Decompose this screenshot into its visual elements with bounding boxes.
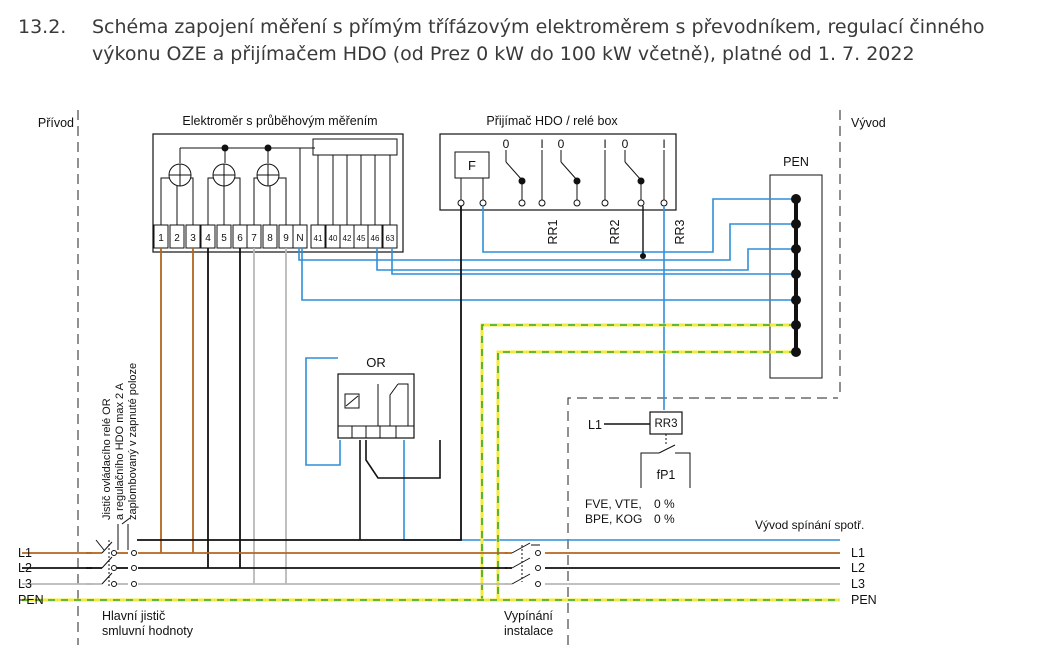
meter-terminal (262, 224, 278, 249)
main-breaker-label-1: Hlavní jistič (102, 609, 165, 623)
hdo-title: Přijímač HDO / relé box (486, 114, 618, 128)
bus-left-pen: PEN (18, 593, 44, 607)
bus-right-l2: L2 (851, 561, 865, 575)
f-box (454, 151, 490, 179)
meter-risers (137, 206, 462, 584)
meter-terminal-label: 40 (329, 234, 338, 243)
breaker-note-2: a regulačního HDO max 2 A (114, 382, 126, 520)
meter-terminal (367, 224, 383, 249)
bus-right-l3: L3 (851, 577, 865, 591)
main-breaker (86, 517, 137, 587)
pen-bar-terminals (791, 194, 801, 357)
or-label: OR (366, 355, 386, 370)
meter-terminal (216, 224, 232, 249)
pen-terminal-dot (791, 194, 801, 204)
pen-terminal-dot (791, 269, 801, 279)
meter-terminal-label: 41 (314, 234, 323, 243)
fp1-label: fP1 (657, 468, 676, 482)
pen-terminal-dot (791, 347, 801, 357)
meter-terminal-label: 6 (237, 233, 243, 244)
vyvod-spinani-label: Vývod spínání spotř. (755, 518, 864, 532)
fve-label: FVE, VTE, (585, 497, 642, 511)
meter-terminal (382, 224, 398, 249)
pen-terminal-dot (791, 219, 801, 229)
vyvod-label: Vývod (851, 116, 886, 130)
meter-terminal-label: 8 (267, 233, 273, 244)
rr3-label: RR3 (673, 219, 687, 244)
bpe-percent: 0 % (654, 512, 675, 526)
privod-label: Přívod (38, 116, 74, 130)
breaker-note-3: zaplombovaný v zapnuté poloze (127, 363, 139, 520)
meter-terminal-label: 3 (190, 233, 196, 244)
pen-terminal-dot (791, 244, 801, 254)
fve-percent: 0 % (654, 497, 675, 511)
relay-1-off-label: 0 (503, 137, 510, 151)
bus-left-l2: L2 (18, 561, 32, 575)
main-buses (22, 552, 840, 602)
l1-input-label: L1 (588, 418, 602, 432)
switch-off-label-1: Vypínání (504, 609, 553, 623)
relay-3-on-label: I (662, 137, 665, 151)
relay-2-on-label: I (603, 137, 606, 151)
switch-off-label-2: instalace (504, 624, 553, 638)
meter-terminal-label: 46 (371, 234, 380, 243)
meter-terminal-label: 4 (205, 233, 211, 244)
rr3-box-label: RR3 (654, 418, 677, 430)
bus-left-l1: L1 (18, 546, 32, 560)
pen-terminal-dot (791, 320, 801, 330)
meter-terminal-label: 2 (174, 233, 180, 244)
meter-terminal-label: 42 (343, 234, 352, 243)
relay-1-on-label: I (540, 137, 543, 151)
meter-terminal-label: 5 (221, 233, 227, 244)
meter-display (312, 138, 398, 156)
rr1-label: RR1 (546, 219, 560, 244)
meter-terminal (292, 224, 308, 249)
relay-3-off-label: 0 (622, 137, 629, 151)
meter-internals (160, 144, 391, 225)
bus-left-l3: L3 (18, 577, 32, 591)
section-number: 13.2. (18, 16, 67, 38)
meter-terminal-label: 7 (251, 233, 257, 244)
bus-right-pen: PEN (851, 593, 877, 607)
relay-2-off-label: 0 (558, 137, 565, 151)
meter-terminal-label: 1 (158, 233, 164, 244)
fp1-circuit (640, 434, 691, 488)
or-control-wire (365, 440, 441, 479)
bpe-label: BPE, KOG (585, 512, 642, 526)
meter-terminal-label: 63 (386, 234, 395, 243)
pen-terminal-dot (791, 295, 801, 305)
pen-wiring (480, 323, 796, 600)
heading-line-1: Schéma zapojení měření s přímým třífázov… (92, 16, 985, 38)
heading-line-2: výkonu OZE a přijímačem HDO (od Prez 0 k… (92, 43, 915, 65)
meter-title: Elektroměr s průběhovým měřením (182, 114, 377, 128)
meter-terminal-label: N (296, 233, 303, 244)
main-breaker-label-2: smluvní hodnoty (102, 624, 194, 638)
signal-wiring (298, 198, 840, 541)
meter-terminal (169, 224, 185, 249)
rr2-label: RR2 (608, 219, 622, 244)
consumer-boundary (567, 397, 838, 645)
or-internals (338, 383, 414, 438)
pen-bar-label: PEN (783, 155, 809, 169)
meter-terminal-label: 9 (283, 233, 289, 244)
bus-right-l1: L1 (851, 546, 865, 560)
hdo-internals (457, 150, 668, 207)
or-relay (337, 373, 415, 439)
meter-terminal-label: 45 (357, 234, 366, 243)
f-box-label: F (468, 158, 476, 173)
meter-terminal (310, 224, 326, 249)
breaker-note-1: Jistič ovládacího relé OR (101, 398, 113, 520)
installation-switch (505, 542, 541, 587)
